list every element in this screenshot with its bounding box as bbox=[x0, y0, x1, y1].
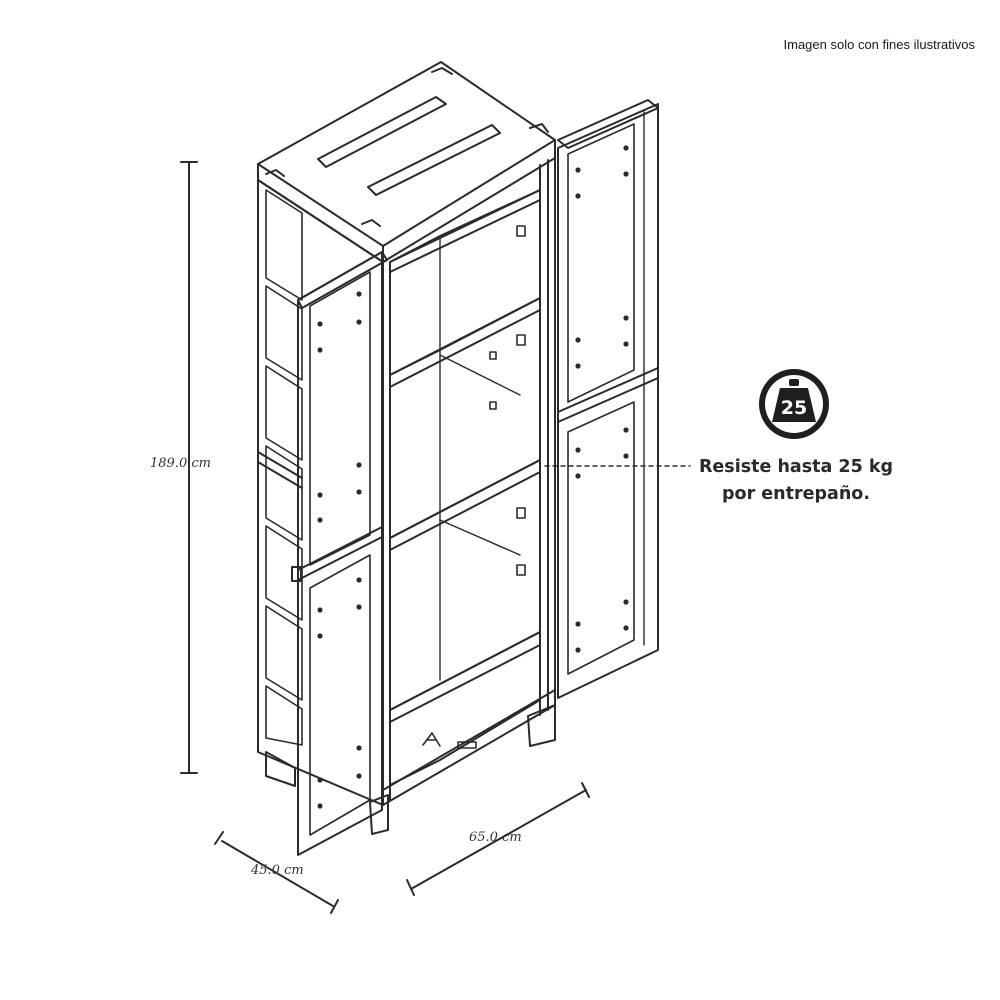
disclaimer-text: Imagen solo con fines ilustrativos bbox=[783, 37, 975, 52]
left-door bbox=[291, 251, 388, 856]
cabinet-interior bbox=[382, 157, 556, 806]
width-dimension-label: 65.0 cm bbox=[469, 830, 522, 845]
shelf-4 bbox=[389, 631, 541, 723]
depth-dimension-label: 45.0 cm bbox=[251, 863, 304, 878]
height-dimension-label: 189.0 cm bbox=[150, 456, 211, 471]
shelf-brackets bbox=[422, 225, 526, 749]
right-door bbox=[557, 99, 659, 699]
weight-value: 25 bbox=[781, 397, 807, 419]
shelf-capacity-line-1: Resiste hasta 25 kg bbox=[698, 457, 894, 477]
weight-icon: 25 bbox=[759, 369, 829, 439]
depth-dimension-line bbox=[214, 831, 339, 914]
shelf-1 bbox=[389, 189, 541, 273]
height-dimension-line bbox=[180, 161, 198, 774]
cabinet-left-side bbox=[257, 179, 384, 806]
width-dimension-line bbox=[406, 782, 590, 896]
cabinet-top bbox=[257, 61, 556, 263]
shelf-capacity-text: Resiste hasta 25 kg por entrepaño. bbox=[660, 454, 932, 508]
shelf-capacity-line-2: por entrepaño. bbox=[722, 484, 870, 504]
shelf-2 bbox=[389, 297, 541, 396]
shelf-3 bbox=[389, 459, 541, 556]
